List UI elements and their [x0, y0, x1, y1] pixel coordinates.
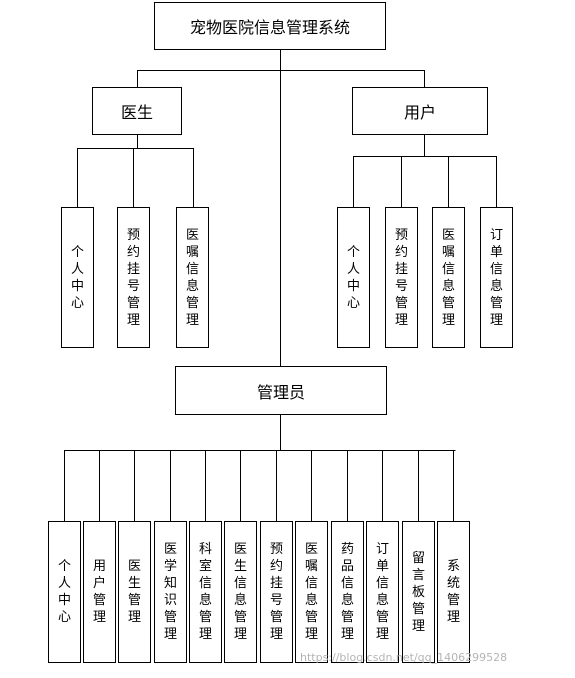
admin-label: 管理员 [256, 382, 305, 402]
admin-child-1: 用户管理 [83, 521, 116, 663]
watermark: https://blog.csdn.net/qq_1406299528 [300, 651, 508, 664]
doctor-child-label: 个人中心 [71, 244, 85, 311]
doctor-node: 医生 [92, 87, 182, 135]
admin-child-3: 医学知识管理 [154, 521, 187, 663]
user-child-label: 订单信息管理 [490, 227, 504, 328]
doctor-child-1: 预约挂号管理 [117, 207, 150, 348]
user-child-1: 预约挂号管理 [385, 207, 418, 348]
doctor-label: 医生 [120, 103, 153, 122]
admin-child-label: 药品信息管理 [341, 542, 355, 642]
user-node: 用户 [352, 87, 488, 135]
admin-child-label: 预约挂号管理 [270, 542, 284, 642]
user-child-0: 个人中心 [337, 207, 370, 348]
root-label: 宠物医院信息管理系统 [189, 18, 350, 37]
doctor-child-label: 医嘱信息管理 [186, 227, 200, 328]
user-child-label: 医嘱信息管理 [442, 227, 456, 328]
user-label: 用户 [403, 103, 436, 122]
doctor-child-0: 个人中心 [61, 207, 94, 348]
admin-child-2: 医生管理 [118, 521, 151, 663]
user-child-2: 医嘱信息管理 [432, 207, 465, 348]
admin-child-11: 系统管理 [437, 521, 470, 663]
admin-child-label: 医生管理 [128, 559, 142, 625]
admin-child-10: 留言板管理 [402, 521, 435, 663]
admin-child-label: 医生信息管理 [234, 542, 248, 642]
user-child-3: 订单信息管理 [480, 207, 513, 348]
admin-child-label: 留言板管理 [412, 550, 426, 634]
admin-child-label: 系统管理 [447, 559, 461, 625]
admin-child-label: 科室信息管理 [199, 542, 213, 642]
user-child-label: 个人中心 [347, 244, 361, 311]
admin-child-label: 订单信息管理 [376, 542, 390, 642]
admin-child-label: 医学知识管理 [164, 542, 178, 642]
admin-child-label: 医嘱信息管理 [305, 542, 319, 642]
admin-child-label: 个人中心 [58, 559, 72, 625]
admin-node: 管理员 [175, 366, 387, 415]
doctor-child-2: 医嘱信息管理 [176, 207, 209, 348]
admin-child-6: 预约挂号管理 [260, 521, 293, 663]
admin-child-0: 个人中心 [48, 521, 81, 663]
admin-child-label: 用户管理 [93, 559, 107, 625]
admin-child-7: 医嘱信息管理 [295, 521, 328, 663]
user-child-label: 预约挂号管理 [395, 227, 409, 328]
root-node: 宠物医院信息管理系统 [154, 2, 386, 50]
admin-child-5: 医生信息管理 [224, 521, 257, 663]
admin-child-4: 科室信息管理 [189, 521, 222, 663]
admin-child-9: 订单信息管理 [366, 521, 399, 663]
admin-child-8: 药品信息管理 [331, 521, 364, 663]
doctor-child-label: 预约挂号管理 [127, 227, 141, 328]
